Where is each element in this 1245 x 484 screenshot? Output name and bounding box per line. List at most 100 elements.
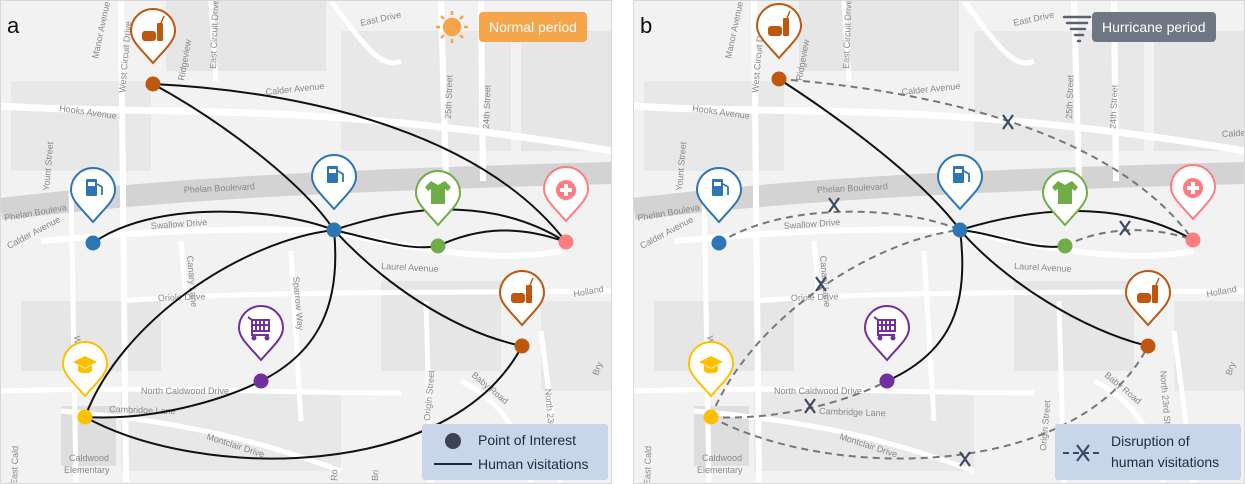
legend-normal: Point of Interest Human visitations	[422, 424, 608, 480]
disruption-x-icon	[804, 398, 816, 414]
poi-school[interactable]	[61, 341, 109, 425]
street-label-phelan: Phelan Boulevard	[184, 181, 255, 195]
period-badge-hurricane: Hurricane period	[1092, 12, 1216, 42]
street-label-cambridge: Cambridge Lane	[819, 406, 886, 418]
street-label-elementary: Elementary	[697, 465, 743, 475]
poi-school[interactable]	[687, 341, 735, 425]
restaurant-icon	[511, 277, 534, 303]
poi-point	[145, 76, 161, 92]
street-label-canary: Canary Lane	[185, 255, 199, 307]
street-label-calder-right: Calde	[1222, 128, 1245, 139]
disruption-x-icon	[1076, 444, 1090, 462]
restaurant-icon	[1137, 277, 1160, 303]
poi-restaurant-top[interactable]	[129, 8, 177, 92]
street-label-yount: Yount Street	[674, 141, 688, 191]
disruption-x-icon	[959, 451, 971, 467]
street-label-elementary: Elementary	[64, 465, 110, 475]
school-icon	[699, 356, 723, 374]
street-label-east-drive: East Drive	[359, 10, 402, 28]
street-label-sparrow: Sparrow Way	[291, 276, 306, 331]
hospital-icon	[556, 180, 576, 200]
shopping-cart-icon	[247, 316, 270, 341]
poi-point	[703, 409, 719, 425]
street-label-north-caldwood: North Caldwood Drive	[141, 386, 229, 396]
visitation-line	[959, 229, 1066, 248]
poi-gas-center[interactable]	[310, 154, 358, 238]
poi-shopping[interactable]	[863, 305, 911, 389]
street-label-holland: Holland	[1206, 284, 1238, 299]
panel-letter: a	[7, 13, 20, 38]
legend-symbols	[434, 433, 472, 465]
poi-restaurant-right[interactable]	[498, 270, 546, 354]
street-label-bry: Bry	[590, 360, 604, 377]
street-label-east-circuit: East Circuit Drive	[208, 1, 220, 69]
disruption-markers	[804, 114, 1131, 467]
sun-icon	[436, 11, 468, 43]
poi-clothing[interactable]	[1041, 170, 1089, 254]
street-label-24th: 24th Street	[481, 84, 493, 129]
visitation-line	[84, 345, 523, 460]
poi-markers	[687, 3, 1217, 425]
poi-restaurant-right[interactable]	[1124, 270, 1172, 354]
street-label-caldwood: Caldwood	[69, 453, 109, 463]
poi-point	[85, 235, 101, 251]
poi-markers	[61, 8, 590, 425]
street-label-swallow: Swallow Drive	[783, 217, 840, 231]
disrupted-visitation-line	[1064, 229, 1194, 247]
poi-restaurant-top[interactable]	[755, 3, 803, 87]
gas-station-icon	[712, 179, 729, 196]
poi-point	[952, 222, 968, 238]
poi-point	[771, 71, 787, 87]
street-label-holland: Holland	[573, 284, 605, 299]
poi-point	[77, 409, 93, 425]
street-label-calder: Calder Avenue	[901, 81, 961, 97]
school-icon	[73, 356, 97, 374]
disrupted-visitation-line	[778, 78, 1194, 241]
legend-hurricane: Disruption of human visitations	[1055, 424, 1241, 480]
street-label-east-cald: East Cald	[9, 446, 20, 484]
poi-clothing[interactable]	[414, 170, 462, 254]
visitation-line	[886, 229, 964, 382]
poi-gas-left[interactable]	[695, 167, 743, 251]
visitation-line	[959, 229, 1149, 347]
visitation-line	[333, 229, 523, 347]
poi-shopping[interactable]	[237, 305, 285, 389]
street-label-laurel: Laurel Avenue	[1014, 261, 1072, 274]
street-label-24th: 24th Street	[1108, 84, 1120, 129]
gas-station-icon	[953, 166, 970, 183]
visitation-line	[778, 78, 961, 231]
legend-point-label: Point of Interest	[478, 432, 577, 448]
street-label-bri: Bri	[370, 470, 380, 481]
poi-hospital[interactable]	[542, 166, 590, 250]
poi-gas-center[interactable]	[936, 154, 984, 238]
visitation-line	[959, 210, 1194, 241]
street-label-25th: 25th Street	[443, 74, 455, 119]
visitation-line	[92, 210, 335, 244]
visitation-line	[333, 208, 567, 243]
visitation-line	[84, 380, 262, 419]
disrupted-visitation-line	[718, 210, 961, 244]
poi-hospital[interactable]	[1169, 164, 1217, 248]
poi-gas-left[interactable]	[69, 167, 117, 251]
street-label-origin: Origin Street	[422, 369, 436, 421]
poi-point	[514, 338, 530, 354]
poi-point	[430, 238, 446, 254]
poi-point	[1057, 238, 1073, 254]
visitation-line	[84, 229, 335, 418]
poi-point	[558, 234, 574, 250]
street-label-east-cald: East Cald	[642, 446, 653, 484]
legend-disruption-label-1: Disruption of	[1111, 433, 1190, 449]
visitation-line	[152, 83, 567, 243]
visitation-line	[152, 83, 335, 231]
street-label-ro: Ro	[329, 469, 339, 481]
tornado-icon	[1062, 15, 1092, 43]
street-label-calder: Calder Avenue	[265, 81, 325, 97]
street-label-origin: Origin Street	[1038, 399, 1052, 451]
street-label-oriole: Oriole Drive	[791, 291, 839, 303]
disruption-x-icon	[1002, 114, 1014, 130]
hospital-icon	[1183, 178, 1203, 198]
legend-symbols	[1063, 444, 1103, 462]
poi-point	[711, 235, 727, 251]
disruption-x-icon	[1119, 220, 1131, 236]
disrupted-visitation-line	[710, 345, 1149, 460]
